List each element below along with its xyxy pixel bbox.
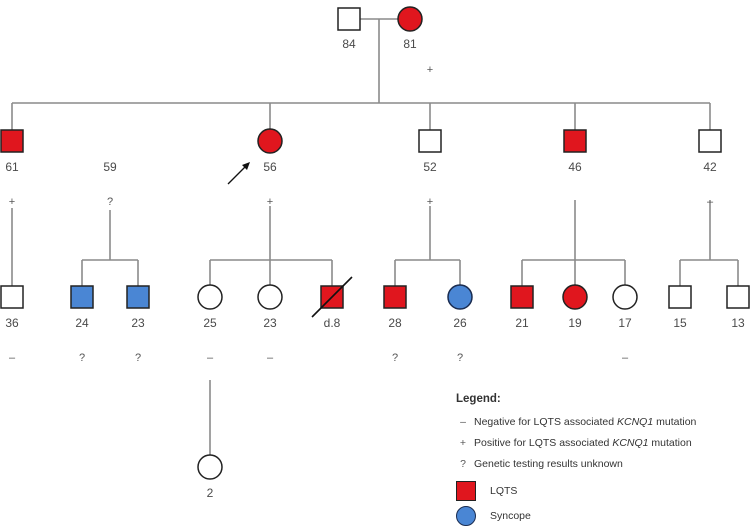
genetic-status-marker: + [267, 196, 273, 208]
female-circle-icon [612, 284, 638, 310]
legend: Legend: – Negative for LQTS associated K… [456, 393, 746, 528]
age-label: 17 [618, 316, 632, 330]
age-label: 21 [515, 316, 529, 330]
legend-title: Legend: [456, 393, 501, 405]
genetic-status-marker: ? [392, 352, 398, 364]
proband-arrowhead-icon [242, 162, 250, 170]
male-square-icon [668, 285, 692, 309]
age-label: 42 [703, 160, 717, 174]
age-label: 23 [131, 316, 145, 330]
legend-text: Negative for LQTS associated KCNQ1 mutat… [474, 415, 697, 428]
age-label: 24 [75, 316, 89, 330]
deceased-slash-icon [311, 276, 353, 318]
legend-text: Genetic testing results unknown [474, 457, 623, 470]
genetic-status-marker: + [427, 64, 433, 76]
male-square-icon [126, 285, 150, 309]
legend-item-lqts: LQTS [456, 478, 746, 503]
lqts-square-icon [456, 480, 476, 501]
genetic-status-marker: + [427, 196, 433, 208]
legend-item-positive: + Positive for LQTS associated KCNQ1 mut… [456, 432, 746, 453]
genetic-status-marker: + [9, 196, 15, 208]
legend-text: Positive for LQTS associated KCNQ1 mutat… [474, 436, 692, 449]
age-label: 13 [731, 316, 745, 330]
genetic-status-marker: ? [107, 196, 113, 208]
male-square-icon [0, 285, 24, 309]
age-label: 15 [673, 316, 687, 330]
age-label: 81 [403, 37, 417, 51]
age-label: 25 [203, 316, 217, 330]
female-circle-icon [197, 454, 223, 480]
male-square-icon [726, 285, 750, 309]
age-label: 19 [568, 316, 582, 330]
male-square-icon [337, 7, 361, 31]
age-label: 56 [263, 160, 277, 174]
legend-item-unknown: ? Genetic testing results unknown [456, 453, 746, 474]
age-label: 23 [263, 316, 277, 330]
age-label: 26 [453, 316, 467, 330]
syncope-circle-icon [456, 505, 476, 526]
age-label: 36 [5, 316, 19, 330]
male-square-icon [0, 129, 24, 153]
genetic-status-marker: ? [79, 352, 85, 364]
legend-item-syncope: Syncope [456, 503, 746, 528]
age-label: 52 [423, 160, 437, 174]
age-label: 46 [568, 160, 582, 174]
age-label: 61 [5, 160, 19, 174]
male-square-icon [418, 129, 442, 153]
genetic-status-marker: ? [457, 352, 463, 364]
age-label: 84 [342, 37, 356, 51]
legend-shape-label: Syncope [490, 509, 531, 522]
male-square-icon [383, 285, 407, 309]
female-circle-icon [447, 284, 473, 310]
genetic-status-marker: – [267, 352, 274, 364]
female-circle-icon [397, 6, 423, 32]
age-label: 59 [103, 160, 117, 174]
genetic-status-marker: – [9, 352, 16, 364]
female-circle-icon [257, 128, 283, 154]
male-square-icon [698, 129, 722, 153]
genetic-status-marker: – [207, 352, 214, 364]
age-label: 28 [388, 316, 402, 330]
female-circle-icon [257, 284, 283, 310]
legend-item-negative: – Negative for LQTS associated KCNQ1 mut… [456, 411, 746, 432]
age-label: 2 [207, 486, 214, 500]
female-circle-icon [562, 284, 588, 310]
female-circle-icon [197, 284, 223, 310]
male-square-icon [70, 285, 94, 309]
genetic-status-marker: – [707, 196, 714, 208]
age-label: d.8 [324, 316, 341, 330]
proband-arrow-icon [227, 165, 247, 185]
negative-symbol: – [460, 415, 466, 428]
male-square-icon [510, 285, 534, 309]
positive-symbol: + [459, 436, 467, 449]
legend-shape-label: LQTS [490, 484, 518, 497]
genetic-status-marker: ? [135, 352, 141, 364]
genetic-status-marker: – [622, 352, 629, 364]
unknown-symbol: ? [460, 457, 466, 470]
male-square-icon [563, 129, 587, 153]
